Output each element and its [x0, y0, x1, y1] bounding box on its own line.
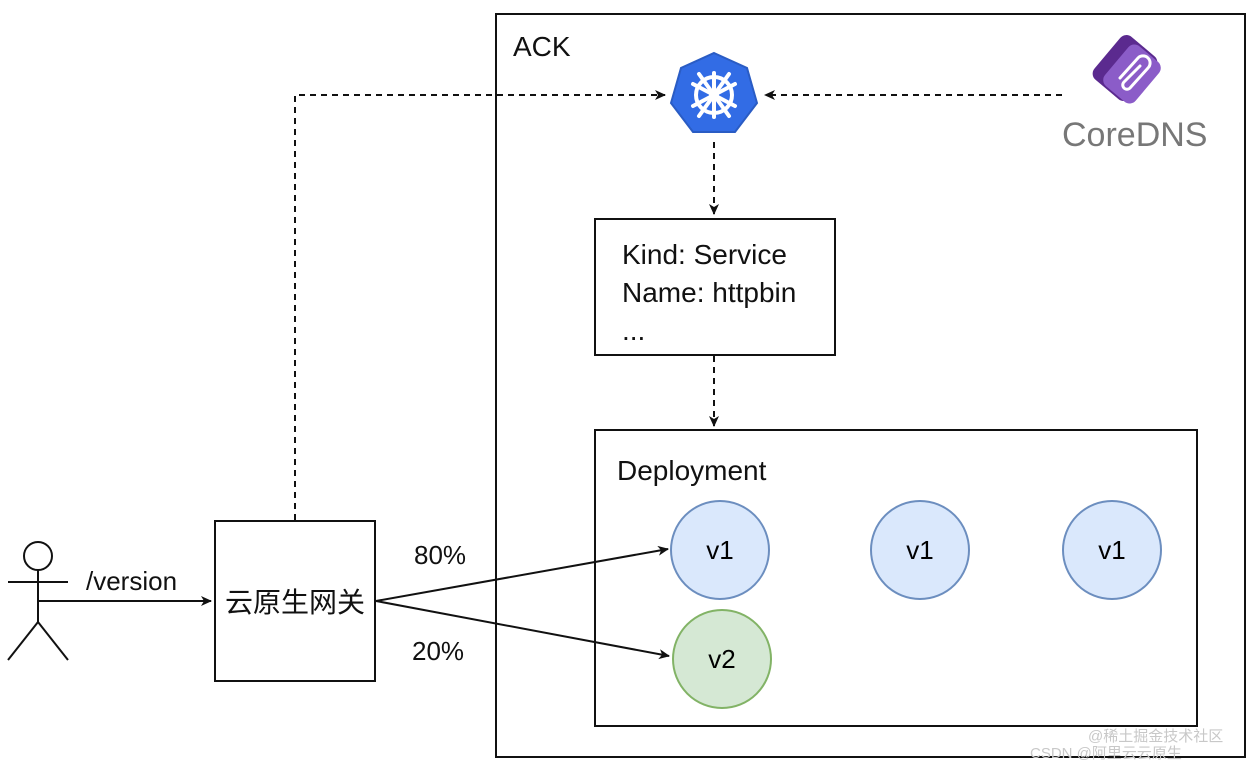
pod-v1-circle — [870, 500, 970, 600]
service-name-text: Name: httpbin — [622, 277, 797, 308]
pod-v1-label: v1 — [706, 535, 733, 565]
v2-traffic-percent: 20% — [412, 636, 465, 666]
gateway-box: 云原生网关 — [214, 520, 376, 682]
coredns-logo-icon — [1092, 35, 1161, 104]
pod-v1-label: v1 — [1098, 535, 1125, 565]
gateway-to-v1-arrow — [375, 545, 669, 602]
coredns-label: CoreDNS — [1062, 116, 1208, 154]
pod-v1-circle — [1062, 500, 1162, 600]
deployment-label: Deployment — [617, 455, 767, 486]
service-more-text: ... — [622, 315, 646, 346]
watermark-line-2: CSDN @阿里云云原生 — [1030, 745, 1182, 762]
pod-v2-label: v2 — [708, 644, 735, 674]
pod-v2-circle — [672, 609, 772, 709]
gateway-label: 云原生网关 — [224, 587, 365, 618]
pod-v1-circle — [670, 500, 770, 600]
service-box: Kind: Service Name: httpbin ... — [594, 218, 836, 356]
pods-group: v1 v1 v1 v2 — [670, 500, 1162, 709]
gateway-to-v2-arrow — [375, 600, 670, 660]
cluster-label: ACK — [513, 31, 571, 62]
pod-v1-label: v1 — [906, 535, 933, 565]
v1-traffic-percent: 80% — [414, 540, 467, 570]
gateway-to-k8s-dashed-arrow — [294, 90, 666, 520]
kubernetes-logo-icon — [669, 51, 759, 133]
service-kind-text: Kind: Service — [622, 239, 787, 270]
watermark-line-1: @稀土掘金技术社区 — [1088, 728, 1224, 745]
user-icon — [7, 541, 69, 661]
request-path-label: /version — [86, 566, 178, 596]
